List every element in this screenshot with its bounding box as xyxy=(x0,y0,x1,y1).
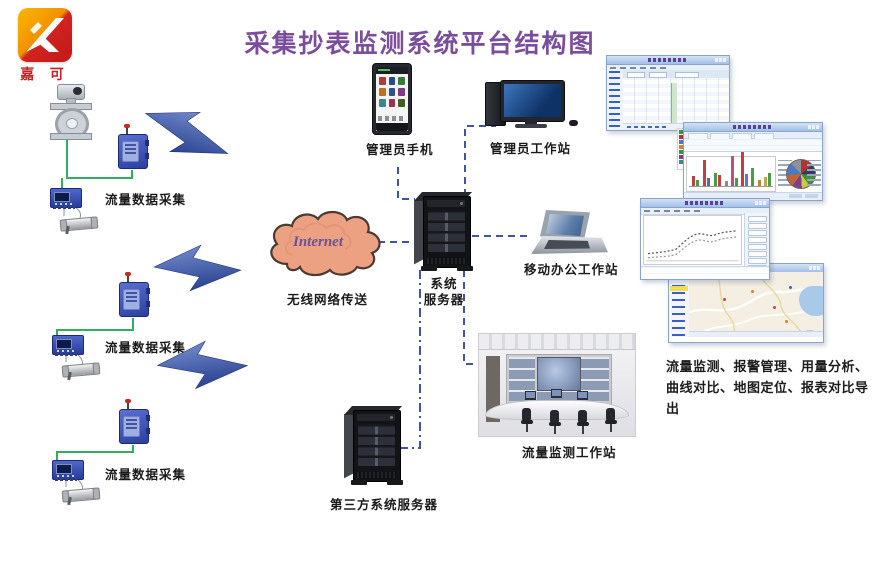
wireless-rtu-icon xyxy=(119,399,150,444)
ultrasonic-meter-icon xyxy=(60,358,101,381)
chair-icon xyxy=(521,408,533,432)
antenna-icon xyxy=(127,275,129,282)
mouse-icon xyxy=(569,120,578,126)
logo-k-icon xyxy=(26,18,64,52)
map-marker xyxy=(723,298,726,301)
monitor-workstation-label: 流量监测工作站 xyxy=(522,446,617,460)
data-collector-icon xyxy=(52,335,84,356)
system-server-icon xyxy=(413,192,473,271)
system-server-label: 系统 服务器 xyxy=(423,277,465,307)
third-party-server-label: 第三方系统服务器 xyxy=(330,498,439,512)
lake-shape xyxy=(799,286,823,316)
ultrasonic-meter-icon xyxy=(60,483,101,506)
analysis-charts-window xyxy=(683,122,823,201)
company-logo xyxy=(18,8,72,62)
admin-workstation-icon xyxy=(485,80,579,130)
dashdot-link-third-party xyxy=(400,270,421,449)
chair-icon xyxy=(549,410,561,434)
ultrasonic-meter-icon xyxy=(58,212,99,235)
usage-bar-chart xyxy=(686,152,776,192)
electromagnetic-flowmeter-icon xyxy=(46,84,94,140)
mobile-workstation-icon xyxy=(528,210,608,256)
data-collector-icon xyxy=(50,188,82,209)
brand-name: 嘉 可 xyxy=(20,68,70,83)
feature-line-2: 曲线对比、地图定位、报表对比导出 xyxy=(666,380,869,416)
bolt-icon xyxy=(153,244,242,292)
chair-icon xyxy=(605,408,617,432)
group1-label: 流量数据采集 xyxy=(105,193,187,207)
map-marker xyxy=(789,286,792,289)
cloud-label: Internet xyxy=(292,234,344,250)
curve-window-toolbar xyxy=(744,213,769,278)
mobile-workstation-label: 移动办公工作站 xyxy=(524,263,619,277)
feature-summary: 流量监测、报警管理、用量分析、 曲线对比、地图定位、报表对比导出 xyxy=(666,356,876,419)
usage-pie-chart xyxy=(778,155,822,193)
map-marker xyxy=(785,320,788,323)
video-wall-main-screen xyxy=(537,357,581,391)
map-marker xyxy=(773,306,776,309)
data-table-window xyxy=(606,55,730,131)
phone-app-grid xyxy=(379,77,405,107)
admin-phone-label: 管理员手机 xyxy=(366,143,434,157)
group2-label: 流量数据采集 xyxy=(105,341,187,355)
admin-workstation-label: 管理员工作站 xyxy=(490,142,572,156)
page-title: 采集抄表监测系统平台结构图 xyxy=(244,31,596,58)
cloud-caption: 无线网络传送 xyxy=(287,293,369,307)
monitor-room-image xyxy=(478,333,636,437)
trend-line-chart xyxy=(643,215,742,265)
map-marker xyxy=(751,290,754,293)
third-party-server-icon xyxy=(343,406,403,485)
flowmeter-lens xyxy=(73,87,82,95)
group3-label: 流量数据采集 xyxy=(105,468,187,482)
table-window-nav xyxy=(607,70,624,130)
feature-line-1: 流量监测、报警管理、用量分析、 xyxy=(666,359,869,374)
map-site-list xyxy=(669,272,690,337)
internet-cloud: Internet xyxy=(270,210,381,277)
chair-icon xyxy=(577,410,589,434)
curve-comparison-window xyxy=(640,198,770,280)
admin-phone-icon xyxy=(372,63,412,135)
wireless-rtu-icon xyxy=(119,272,150,317)
data-collector-icon xyxy=(52,460,84,481)
antenna-icon xyxy=(126,127,128,134)
bolt-icon xyxy=(144,112,229,154)
antenna-icon xyxy=(127,402,129,409)
wireless-rtu-icon xyxy=(118,124,149,169)
map-canvas xyxy=(689,272,823,337)
